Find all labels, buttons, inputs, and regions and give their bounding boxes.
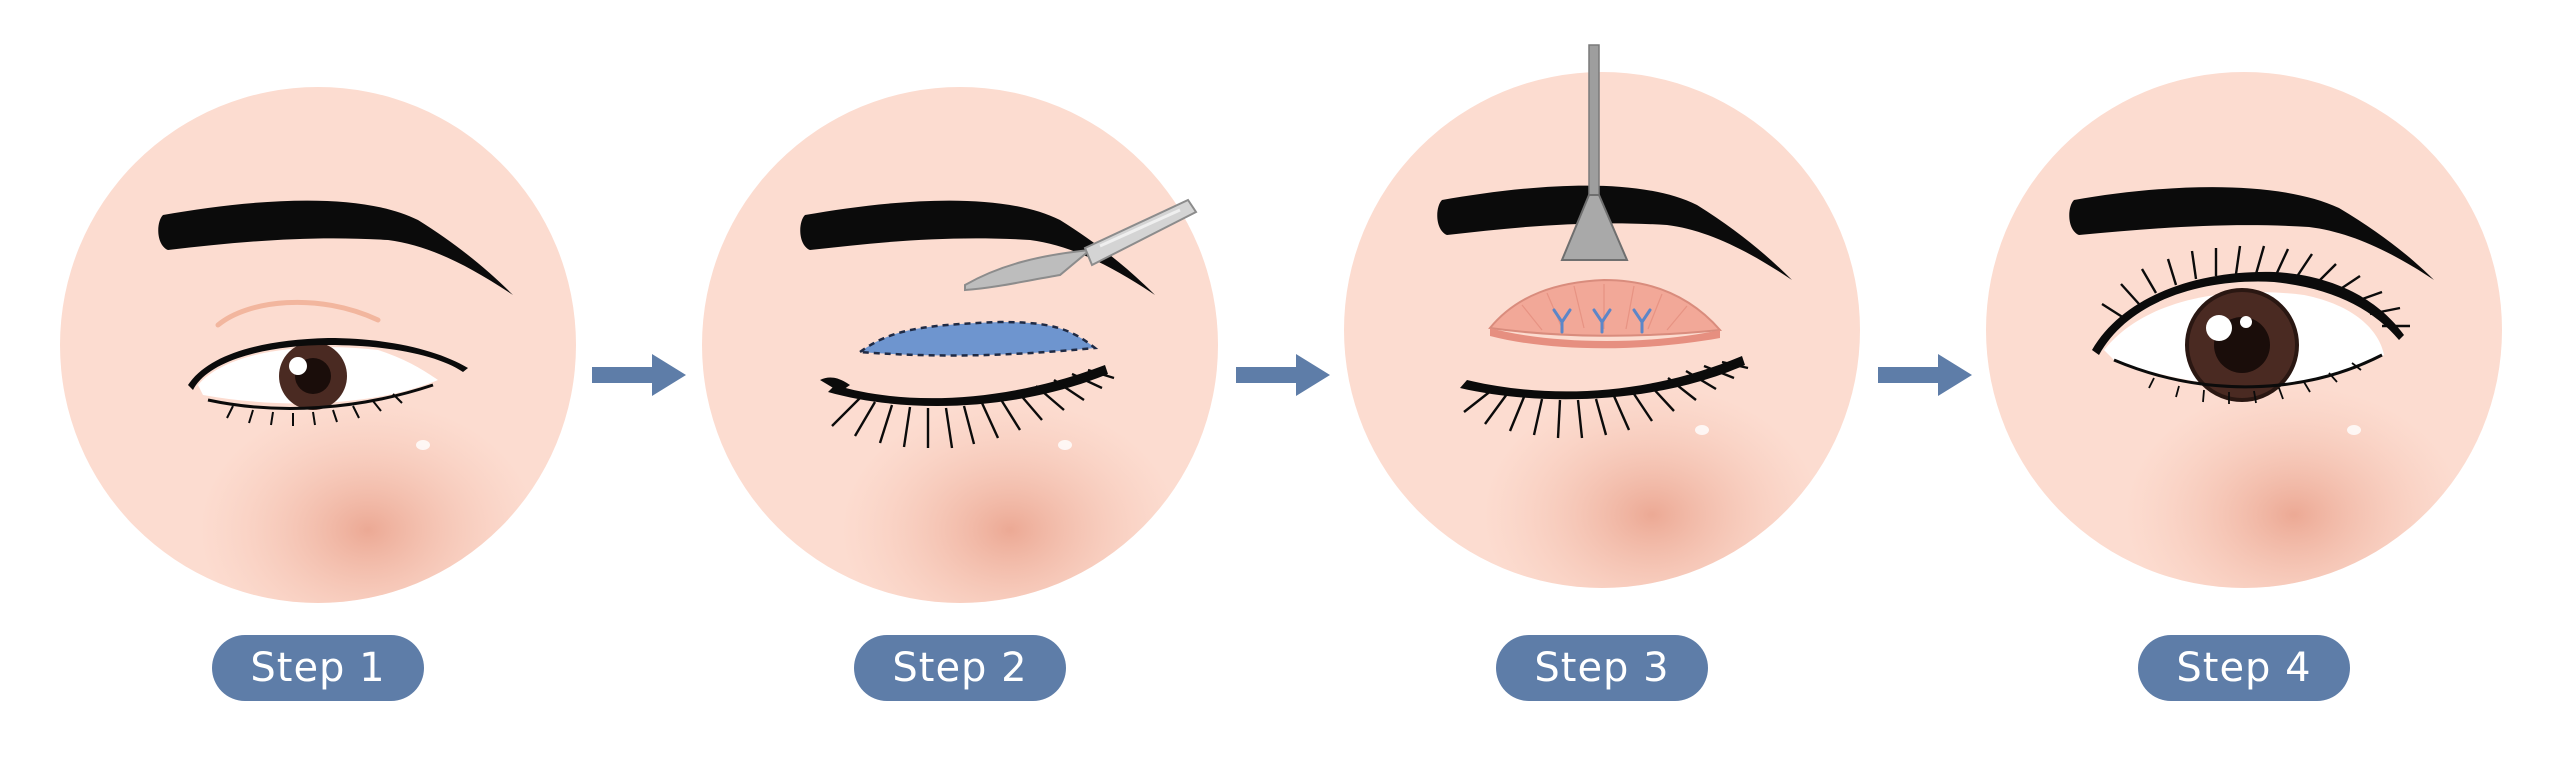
lower-lashes <box>226 393 403 426</box>
closed-eye-corner <box>820 377 850 392</box>
cheek-blush <box>2124 385 2464 588</box>
suture-stitches <box>1552 308 1652 334</box>
retractor-icon <box>1560 44 1629 261</box>
step-1-panel: Step 1 <box>58 0 578 779</box>
cheek-blush <box>840 400 1180 603</box>
step-4-panel: Step 4 <box>1984 0 2504 779</box>
closed-eyelid-line <box>828 365 1108 406</box>
cheek-highlight <box>1695 425 1709 435</box>
eyebrow <box>2069 187 2434 280</box>
step-3-label-pill: Step 3 <box>1496 635 1708 701</box>
arrow-right-icon <box>592 352 688 398</box>
cheek-highlight <box>416 440 430 450</box>
cheek-blush <box>1482 385 1822 588</box>
upper-lashes <box>2101 245 2410 328</box>
incision-marking <box>856 320 1099 357</box>
lower-lash-line <box>2113 353 2383 389</box>
incision-lower-edge <box>1490 328 1720 349</box>
upper-eyelid-fold <box>215 299 381 328</box>
step-2-eye-illustration <box>702 87 1218 603</box>
cheek-blush <box>198 400 538 603</box>
eyebrow <box>1437 185 1792 280</box>
scalpel-icon <box>964 198 1198 292</box>
cheek-highlight <box>2347 425 2361 435</box>
step-2-label-pill: Step 2 <box>854 635 1066 701</box>
lower-lashes <box>2148 362 2362 404</box>
eye-highlight <box>289 357 307 375</box>
lower-lashes <box>1463 360 1749 439</box>
eye-highlight <box>2206 315 2232 341</box>
lower-lash-line <box>207 383 434 410</box>
eyebrow <box>158 200 513 295</box>
step-4-eye-illustration <box>1986 72 2502 588</box>
step-3-eye-illustration <box>1344 44 1860 588</box>
step-2-label: Step 2 <box>892 645 1028 691</box>
upper-lash-line <box>188 338 468 390</box>
eye-highlight-small <box>2240 316 2252 328</box>
arrow-right-icon <box>1878 352 1974 398</box>
upper-lash-line <box>2092 271 2404 355</box>
step-4-label-pill: Step 4 <box>2138 635 2350 701</box>
cheek-highlight <box>1058 440 1072 450</box>
step-1-eye-illustration <box>60 87 576 603</box>
lower-lashes <box>831 368 1115 449</box>
arrow-right-icon <box>1236 352 1332 398</box>
step-3-panel: Step 3 <box>1342 0 1862 779</box>
step-4-label: Step 4 <box>2176 645 2312 691</box>
iris-ring <box>2185 288 2299 402</box>
step-3-label: Step 3 <box>1534 645 1670 691</box>
step-1-label-pill: Step 1 <box>212 635 424 701</box>
step-2-panel: Step 2 <box>700 0 1220 779</box>
closed-eyelid-line <box>1460 356 1745 400</box>
step-1-label: Step 1 <box>250 645 386 691</box>
eyebrow <box>800 200 1155 295</box>
